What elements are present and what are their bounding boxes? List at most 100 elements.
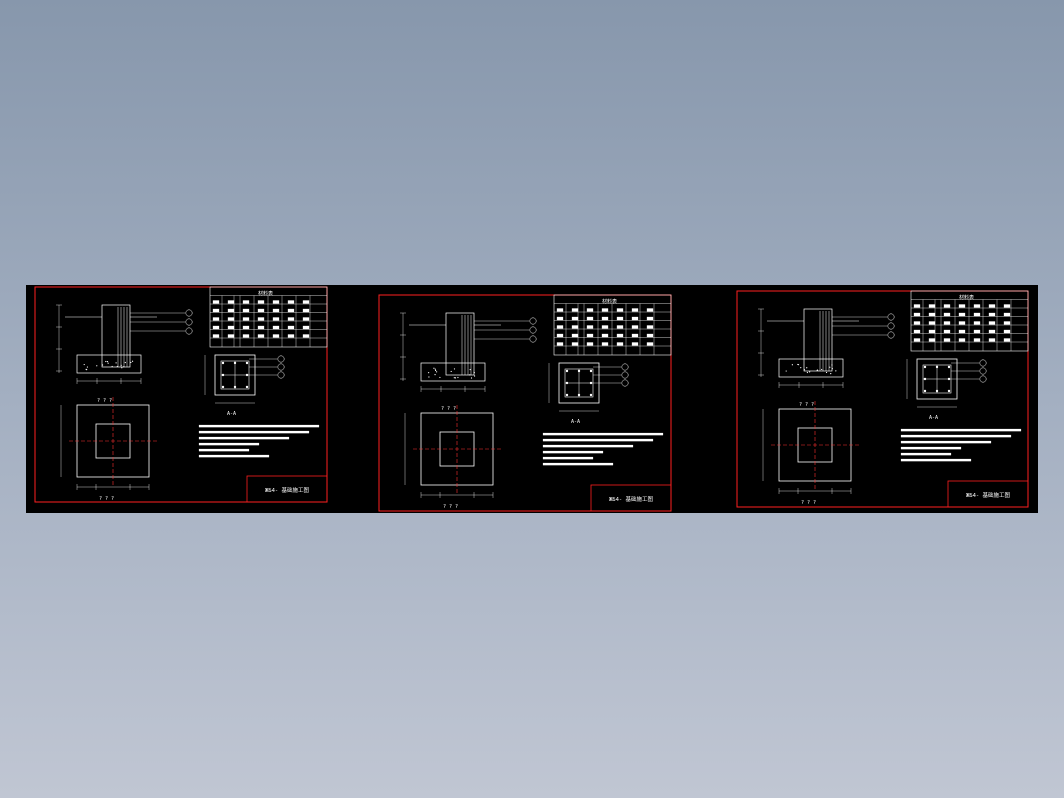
table-cell-text [944,330,950,333]
table-cell-text [989,322,995,325]
table-cell-text [213,301,219,304]
concrete-hatch [832,368,833,369]
concrete-hatch [457,377,458,378]
circle-callout-1 [622,364,628,370]
table-cell-text [632,317,638,320]
table-cell-text [914,339,920,342]
concrete-hatch [807,372,808,373]
table-cell-text [617,317,623,320]
table-cell-text [213,326,219,329]
table-cell-text [974,305,980,308]
concrete-hatch [809,371,810,372]
table-cell-text [647,309,653,312]
concrete-hatch [806,367,807,368]
concrete-hatch [125,362,126,363]
concrete-hatch [436,371,437,372]
concrete-hatch [831,364,832,365]
table-cell-text [303,318,309,321]
concrete-hatch [102,364,103,365]
concrete-hatch [112,366,113,367]
table-cell-text [572,309,578,312]
table-cell-text [557,309,563,312]
section-label: A-A [227,411,236,417]
circle-callout-2 [530,327,536,333]
concrete-hatch [86,369,87,370]
concrete-hatch [132,361,133,362]
table-cell-text [303,309,309,312]
drawing-sheet-1[interactable]: ? ? ?? ? ?A-A材料表ЖБ4- 基础施工图 [35,287,327,502]
note-text-line [199,443,259,445]
table-cell-text [213,309,219,312]
cad-viewport[interactable]: ? ? ?? ? ?A-A材料表ЖБ4- 基础施工图? ? ?? ? ?A-A材… [26,285,1038,513]
concrete-hatch [435,370,436,371]
table-cell-text [944,313,950,316]
column-elevation [102,305,130,367]
elevation-label: ? ? ? [441,406,456,412]
table-cell-text [989,313,995,316]
table-cell-text [258,318,264,321]
concrete-hatch [471,377,472,378]
rebar-dot [246,362,248,364]
table-cell-text [974,330,980,333]
title-block-text: ЖБ4- 基础施工图 [966,491,1011,499]
note-text-line [901,429,1021,431]
concrete-hatch [469,374,470,375]
table-cell-text [617,309,623,312]
plan-label: ? ? ? [801,500,816,506]
table-cell-text [587,309,593,312]
table-cell-text [929,313,935,316]
note-text-line [901,453,951,455]
title-block-text: ЖБ4- 基础施工图 [265,486,310,494]
footing-elevation [779,359,843,377]
drawing-sheet-3[interactable]: ? ? ?? ? ?A-A材料表ЖБ4- 基础施工图 [737,291,1028,507]
rebar-dot [246,386,248,388]
concrete-hatch [96,365,97,366]
rebar-dot [246,374,248,376]
table-cell-text [572,326,578,329]
table-header: 材料表 [258,290,273,297]
table-cell-text [974,339,980,342]
table-cell-text [929,330,935,333]
note-text-line [543,457,593,459]
circle-callout-1 [530,318,536,324]
elevation-label: ? ? ? [799,402,814,408]
table-cell-text [587,334,593,337]
table-cell-text [273,309,279,312]
table-cell-text [243,301,249,304]
table-cell-text [213,335,219,338]
table-cell-text [288,326,294,329]
table-cell-text [557,334,563,337]
table-cell-text [602,326,608,329]
concrete-hatch [451,371,452,372]
table-cell-text [288,309,294,312]
table-cell-text [243,326,249,329]
table-cell-text [914,322,920,325]
concrete-hatch [439,377,440,378]
rebar-dot [578,394,580,396]
table-cell-text [228,301,234,304]
concrete-hatch [433,368,434,369]
rebar-dot [924,390,926,392]
table-cell-text [959,305,965,308]
circle-callout-2 [278,364,284,370]
table-cell-text [303,335,309,338]
circle-callout-2 [622,372,628,378]
table-cell-text [632,334,638,337]
table-cell-text [243,309,249,312]
table-cell-text [602,334,608,337]
table-cell-text [228,326,234,329]
concrete-hatch [435,369,436,370]
sheet-frame [379,295,671,511]
rebar-dot [924,366,926,368]
drawing-sheet-2[interactable]: ? ? ?? ? ?A-A材料表ЖБ4- 基础施工图 [379,295,671,511]
table-cell-text [974,313,980,316]
table-cell-text [647,326,653,329]
concrete-hatch [107,361,108,362]
table-cell-text [587,343,593,346]
table-cell-text [273,301,279,304]
concrete-hatch [84,364,85,365]
plan-label: ? ? ? [99,496,114,502]
table-cell-text [974,322,980,325]
table-cell-text [959,322,965,325]
table-cell-text [929,305,935,308]
